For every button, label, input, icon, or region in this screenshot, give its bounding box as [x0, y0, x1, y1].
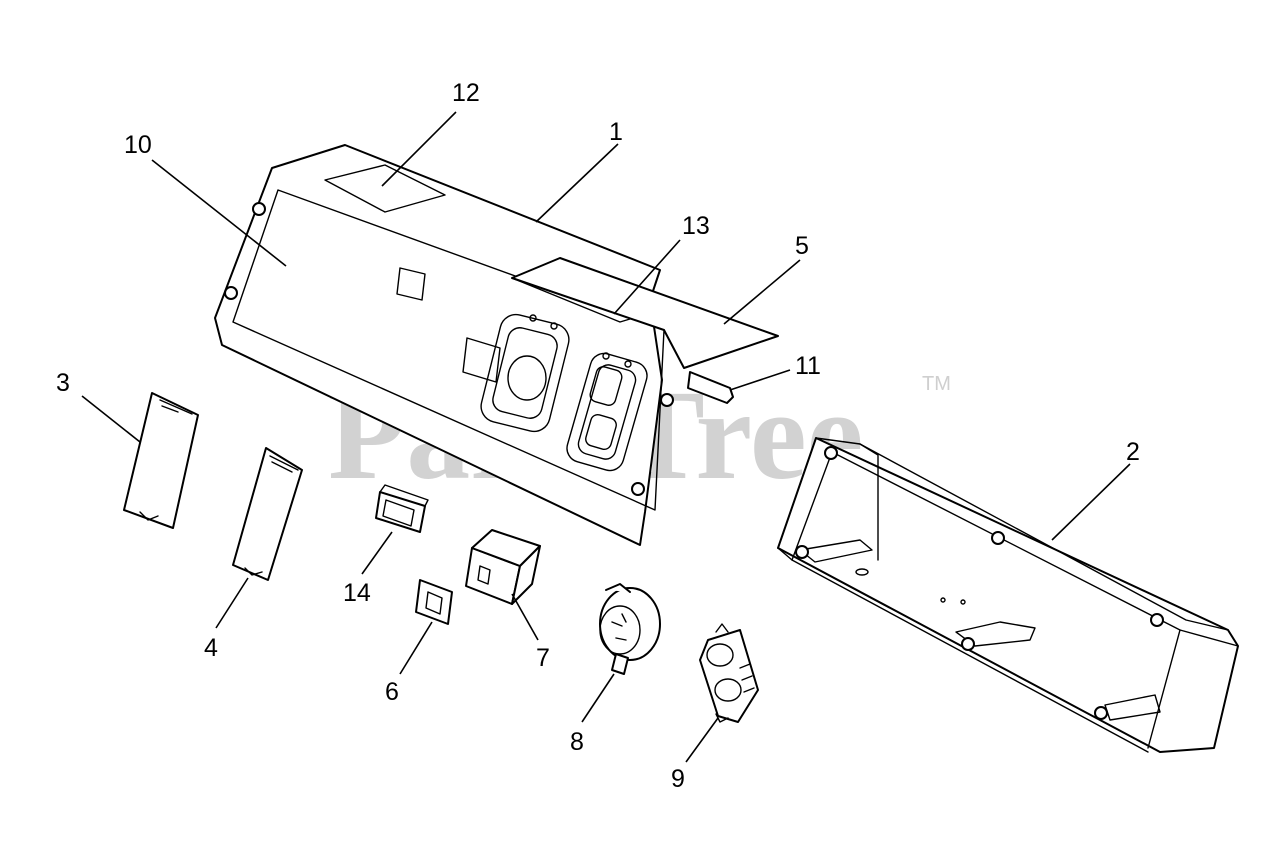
callout-13: 13	[682, 212, 710, 240]
box-screw-icon	[991, 531, 1005, 545]
callout-5: 5	[795, 232, 809, 260]
round-outlet-hole	[507, 355, 547, 401]
leader-line-9	[685, 717, 719, 763]
leader-line-10	[151, 159, 287, 267]
callout-12: 12	[452, 79, 480, 107]
leader-line-4	[215, 577, 249, 629]
leader-line-13	[613, 239, 681, 315]
box-screw-icon	[961, 637, 975, 651]
box-screw-icon	[1150, 613, 1164, 627]
cover-plate-4-part	[232, 447, 303, 581]
callout-11: 11	[795, 352, 821, 380]
box-screw-icon	[795, 545, 809, 559]
duplex-receptacle-9-part	[699, 623, 759, 723]
box-screw-icon	[824, 446, 838, 460]
ground-lug-part	[687, 371, 734, 404]
callout-2: 2	[1126, 438, 1140, 466]
mounting-hole-icon	[252, 202, 266, 216]
flange-part	[511, 257, 779, 369]
watermark-trademark: TM	[922, 373, 951, 395]
callout-7: 7	[536, 644, 550, 672]
leader-line-8	[581, 673, 615, 723]
leader-line-2	[1051, 463, 1131, 541]
leader-line-1	[535, 143, 619, 223]
leader-line-3	[81, 395, 141, 443]
breaker-7-part	[465, 529, 541, 605]
square-cutout-2	[462, 337, 501, 383]
callout-10: 10	[124, 131, 152, 159]
callout-9: 9	[671, 765, 685, 793]
leader-line-7	[511, 593, 539, 641]
cover-plate-3-part	[123, 392, 199, 529]
callout-labels: 1 2 3 4 5 6 7 8 9 10 11 12 13 14	[56, 79, 1140, 793]
mounting-hole-icon	[660, 393, 674, 407]
rocker-switch-14-part	[375, 484, 429, 533]
leader-line-14	[361, 531, 393, 575]
square-cutout	[396, 267, 426, 301]
leader-lines	[81, 111, 1131, 763]
leader-line-5	[723, 259, 801, 325]
callout-14: 14	[343, 579, 371, 607]
leader-line-6	[399, 621, 433, 675]
small-switch-6-part	[415, 579, 453, 625]
control-panel-part	[214, 144, 779, 546]
label-decal-12	[324, 164, 446, 213]
callout-8: 8	[570, 728, 584, 756]
duplex-outlet-plate	[566, 352, 648, 472]
callout-6: 6	[385, 678, 399, 706]
enclosure-box-part	[777, 437, 1239, 753]
callout-4: 4	[204, 634, 218, 662]
twist-lock-receptacle-8-part	[599, 583, 661, 675]
mounting-hole-icon	[631, 482, 645, 496]
callout-1: 1	[609, 118, 623, 146]
round-outlet-plate	[480, 313, 570, 433]
leader-line-11	[729, 369, 791, 391]
box-screw-icon	[1094, 706, 1108, 720]
callout-3: 3	[56, 369, 70, 397]
leader-line-12	[381, 111, 457, 187]
mounting-hole-icon	[224, 286, 238, 300]
